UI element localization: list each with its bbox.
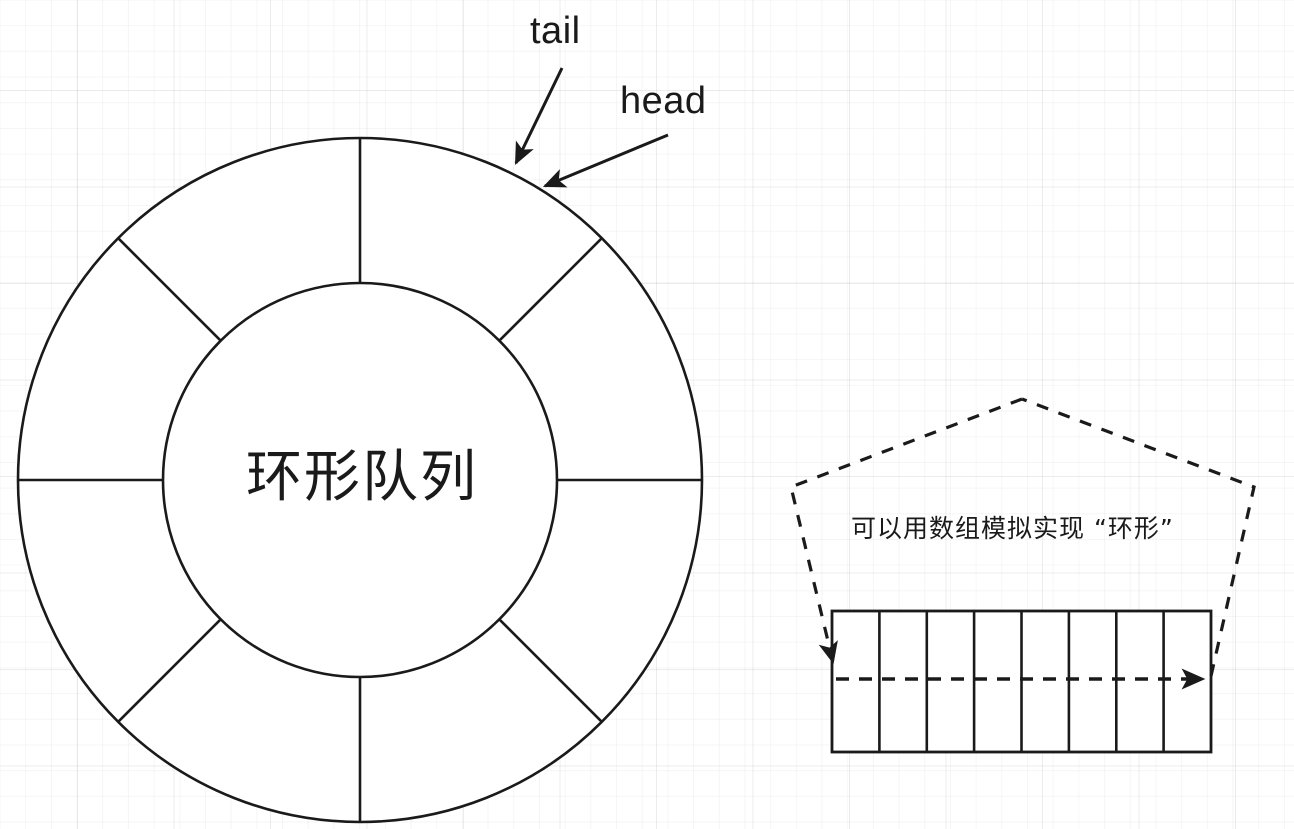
ring-divider-7	[117, 237, 222, 342]
ring-diagram	[16, 136, 704, 824]
ring-divider-5	[117, 618, 222, 723]
array-caption: 可以用数组模拟实现 “环形”	[851, 514, 1174, 543]
array-cell-dividers	[878, 611, 1165, 752]
ring-divider-3	[498, 618, 603, 723]
wrap-around-loop	[789, 397, 1256, 677]
wrap-loop-right-path	[1021, 397, 1256, 677]
ring-dividers	[18, 138, 702, 822]
tail-label: tail	[530, 10, 581, 52]
head-label: head	[620, 80, 707, 122]
head-arrow-line	[542, 133, 669, 188]
tail-arrow-line	[514, 67, 564, 166]
array-diagram	[830, 609, 1213, 754]
pointer-arrows	[514, 67, 669, 188]
ring-divider-1	[498, 237, 603, 342]
ring-center-label: 环形队列	[246, 445, 478, 510]
